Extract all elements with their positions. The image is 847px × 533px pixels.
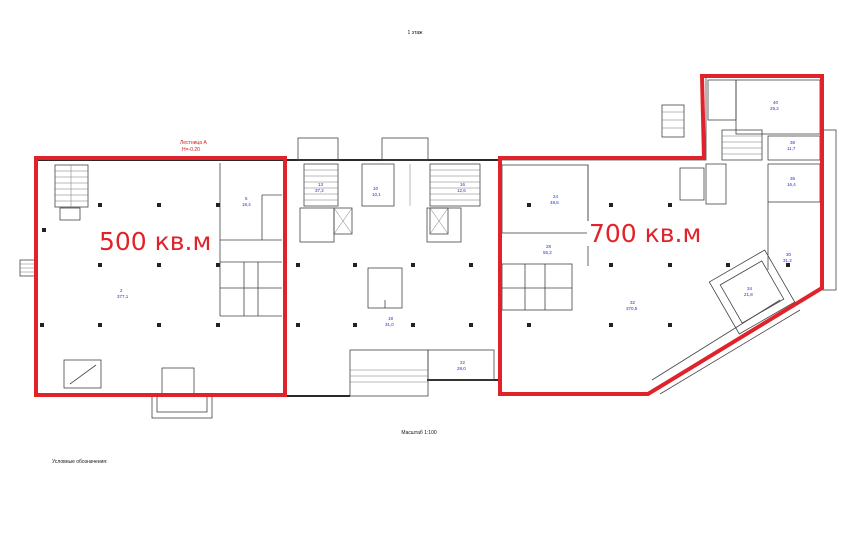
room-number: 36 (790, 176, 796, 181)
room-number: 18 (388, 316, 394, 321)
room-area: 11,7 (787, 146, 796, 151)
room-area: 48,5 (550, 200, 559, 205)
room-number: 24 (553, 194, 559, 199)
room-number: 34 (747, 286, 753, 291)
room-area: 29,2 (770, 106, 779, 111)
room-area: 31,0 (385, 322, 394, 327)
room-area: 31,2 (783, 258, 792, 263)
stair-elevation: Н=-0.20 (182, 147, 200, 153)
room-area: 18,4 (242, 202, 251, 207)
room-number: 2 (120, 288, 123, 293)
room-number: 5 (245, 196, 248, 201)
central-core (284, 137, 498, 397)
area-label-700: 700 кв.м (587, 219, 704, 248)
room-number: 38 (790, 140, 796, 145)
room-area: 12,6 (457, 188, 466, 193)
room-area: 10,1 (372, 192, 381, 197)
room-codes: 2 377,1 5 18,4 13 37,2 10 10,1 16 12,6 1… (117, 100, 796, 371)
area-label-500: 500 кв.м (97, 227, 214, 256)
room-number: 13 (318, 182, 324, 187)
legend-label: Условные обозначения: (52, 459, 107, 465)
room-area: 37,2 (315, 188, 324, 193)
room-number: 32 (630, 300, 636, 305)
floor-title: 1 этаж (408, 30, 424, 36)
room-number: 22 (460, 360, 466, 365)
scale-label: Масштаб 1:100 (401, 430, 437, 436)
room-number: 28 (546, 244, 552, 249)
room-area: 28,0 (457, 366, 466, 371)
stair-label: Лестница А (180, 140, 207, 146)
room-number: 30 (786, 252, 792, 257)
room-area: 21,8 (744, 292, 753, 297)
zone-outline-right (498, 74, 824, 396)
zone-outline-left (34, 156, 287, 397)
room-area: 55,2 (543, 250, 552, 255)
room-number: 40 (773, 100, 779, 105)
room-number: 16 (460, 182, 466, 187)
room-area: 16,4 (787, 182, 796, 187)
room-number: 10 (373, 186, 379, 191)
room-area: 377,1 (117, 294, 129, 299)
room-area: 370,5 (626, 306, 638, 311)
